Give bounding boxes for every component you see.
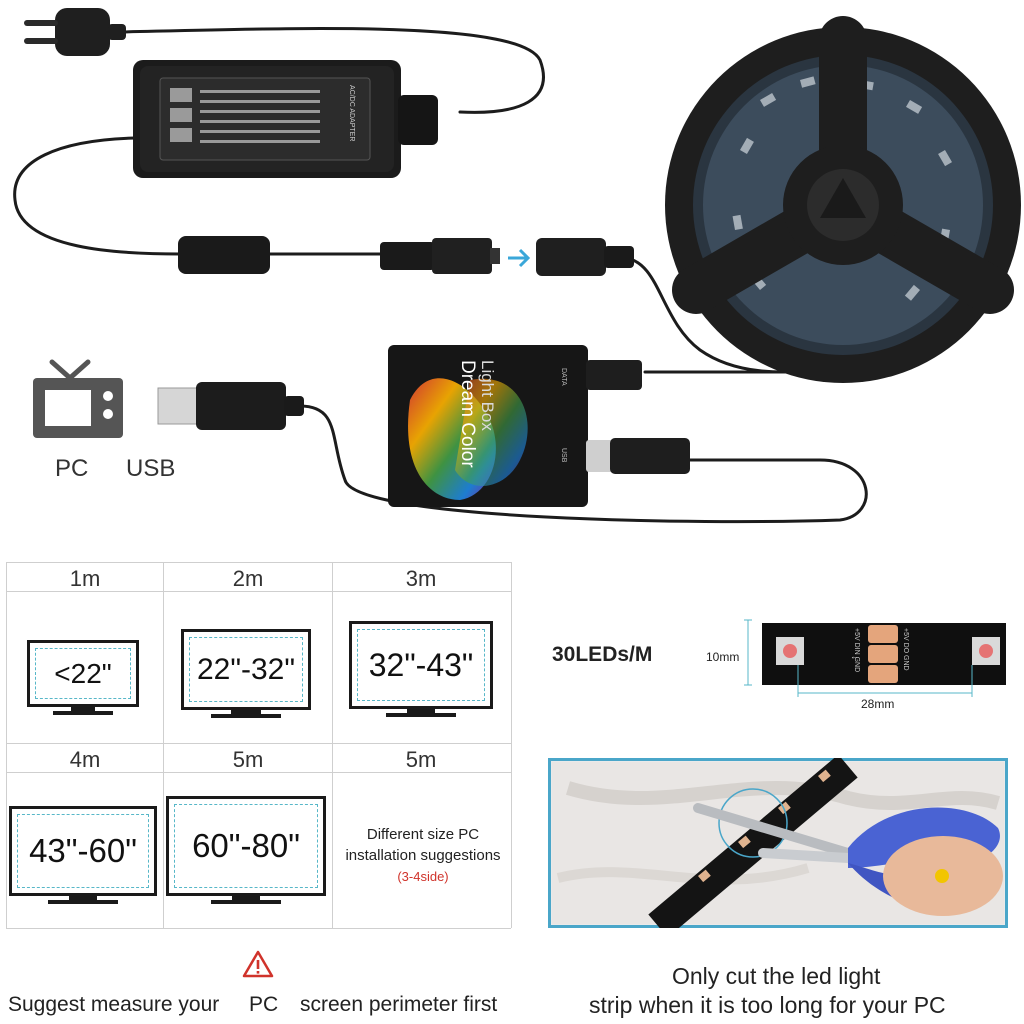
size-header-5m: 5m [232, 747, 264, 772]
cut-note-line1: Only cut the led light [672, 963, 881, 989]
cutting-photo [548, 758, 1008, 928]
pc-label: PC [55, 455, 89, 482]
strip-width-label: 10mm [706, 650, 740, 664]
warning-text-a: Suggest measure your [8, 993, 220, 1016]
warning-text-b: PC [249, 993, 279, 1016]
monitor-icon: 43"-60" [9, 806, 157, 906]
pad-label-right: +5V DO GND [902, 628, 909, 671]
pad-label-left: +5V DIN GND [853, 628, 860, 673]
monitor-icon: <22" [27, 640, 139, 716]
screen-size-label: 60"-80" [192, 827, 300, 864]
ferrite-core [178, 236, 270, 274]
warning-text-c: screen perimeter first [300, 993, 498, 1016]
size-header-2m: 2m [232, 566, 264, 591]
monitor-icon: 60"-80" [166, 796, 326, 906]
monitor-icon: 32"-43" [349, 621, 493, 719]
lightbox-port-usb: USB [560, 448, 567, 463]
size-header-4m: 4m [69, 747, 101, 772]
dc-male-connector [380, 238, 500, 274]
usb-plug [157, 382, 304, 430]
cut-note-line2: strip when it is too long for your PC [589, 992, 946, 1018]
lightbox-port-data: DATA [560, 368, 567, 386]
led-density-label: 30LEDs/M [552, 643, 653, 666]
screen-size-label: <22" [54, 657, 112, 689]
note-line-3: (3-4side) [397, 869, 449, 884]
warning-icon [242, 950, 274, 978]
installation-note: Different size PC installation suggestio… [337, 824, 509, 887]
size-header-3m: 3m [405, 566, 437, 591]
usb-label: USB [126, 455, 176, 482]
led-strip-reel [665, 16, 1021, 383]
power-plug-icon [24, 8, 126, 56]
screen-size-label: 43"-60" [29, 832, 137, 869]
lightbox-title-line2: Dream Color [457, 360, 478, 468]
adapter-label: AC/DC ADAPTER [348, 85, 355, 141]
led-pitch-label: 28mm [861, 697, 895, 711]
note-line-2: installation suggestions [345, 847, 501, 864]
size-header-1m: 1m [69, 566, 101, 591]
note-line-1: Different size PC [366, 826, 480, 843]
lightbox-title-line1: Light Box [478, 360, 497, 431]
wiring-illustration: AC/DC ADAPTER [13, 8, 1021, 524]
screen-size-label: 32"-43" [368, 646, 474, 683]
led-strip-segment: ← [744, 619, 1006, 697]
dc-female-connector [536, 238, 634, 276]
svg-text:←: ← [850, 651, 859, 661]
tv-icon [33, 359, 123, 438]
power-adapter [133, 60, 438, 178]
connect-arrow-icon [508, 248, 531, 268]
screen-size-label: 22"-32" [196, 652, 296, 686]
light-box-controller [388, 345, 690, 507]
monitor-icon: 22"-32" [181, 629, 311, 719]
size-header-5m-note: 5m [405, 747, 437, 772]
